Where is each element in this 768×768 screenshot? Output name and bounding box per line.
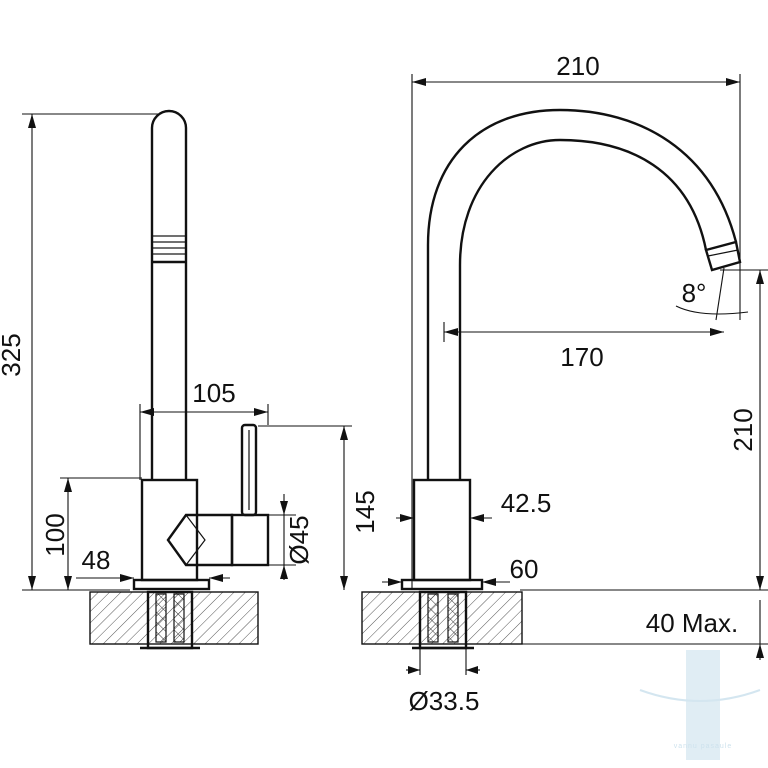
spout-tube-side xyxy=(150,109,188,480)
dim-top-width: 210 xyxy=(556,51,599,81)
dim-lever-height: 145 xyxy=(350,490,380,533)
dim-spout-angle: 8° xyxy=(682,278,707,308)
dim-counter-thickness: 40 Max. xyxy=(646,608,739,638)
watermark-text: vannu pasaule xyxy=(674,743,733,750)
dim-base-diameter: 60 xyxy=(510,554,539,584)
dim-body-front-diameter: 42.5 xyxy=(501,488,552,518)
front-view: 210 8° 170 210 42.5 60 40 Max. xyxy=(361,51,768,716)
side-view: 325 100 48 105 Ø45 145 xyxy=(0,109,380,650)
dim-body-diameter: 48 xyxy=(82,545,111,575)
dim-front-height: 210 xyxy=(728,408,758,451)
spout-arc-inner xyxy=(458,138,708,480)
dim-hole-diameter: Ø33.5 xyxy=(409,686,480,716)
watermark-logo: vannu pasaule xyxy=(639,650,761,760)
base-plate-front xyxy=(400,578,484,591)
dim-base-height: 100 xyxy=(40,513,70,556)
base-plate-side xyxy=(132,578,211,591)
countertop-front xyxy=(361,591,523,645)
lever-base xyxy=(230,513,270,567)
lever-handle xyxy=(240,423,258,517)
dim-side-height: 325 xyxy=(0,333,26,376)
dim-lever-diameter: Ø45 xyxy=(284,515,314,564)
faucet-body-front xyxy=(412,478,472,582)
dim-spout-reach-side: 105 xyxy=(192,378,235,408)
spout-arc-outer xyxy=(426,108,738,480)
dim-spout-reach-front: 170 xyxy=(560,342,603,372)
lever-joint xyxy=(166,513,234,567)
